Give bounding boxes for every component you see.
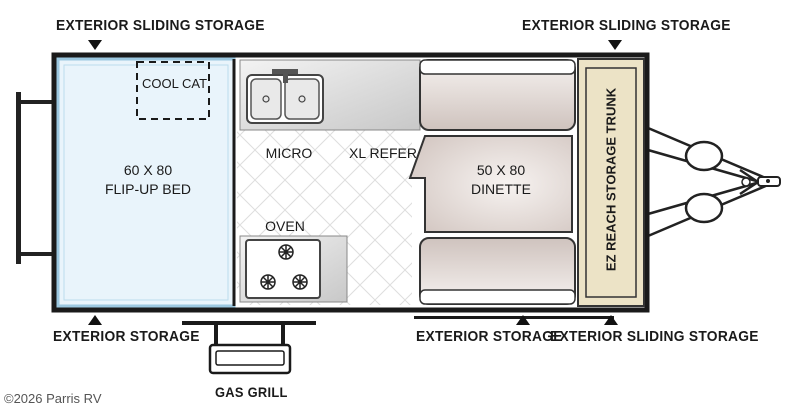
spare-tires (684, 140, 724, 224)
label-micro: MICRO (265, 145, 313, 161)
label-exterior-sliding-storage-right: EXTERIOR SLIDING STORAGE (522, 17, 731, 34)
cool-cat-unit (136, 61, 210, 120)
sink (246, 69, 324, 124)
label-exterior-storage-mid: EXTERIOR STORAGE (416, 328, 563, 345)
label-gas-grill: GAS GRILL (215, 384, 288, 400)
label-bed-size: 60 X 80 (123, 162, 173, 178)
arrow-ext-storage-mid (516, 315, 530, 325)
label-exterior-sliding-storage-left: EXTERIOR SLIDING STORAGE (56, 17, 265, 34)
label-oven: OVEN (265, 218, 305, 234)
copyright: ©2026 Parris RV (4, 391, 102, 406)
storage-trunk (577, 58, 645, 307)
label-exterior-storage-left: EXTERIOR STORAGE (53, 328, 200, 345)
gas-grill (208, 325, 292, 375)
stove (239, 235, 348, 303)
arrow-ext-sliding-right (608, 40, 622, 50)
label-xl-refer: XL REFER (349, 145, 417, 161)
label-dinette-size: 50 X 80 (476, 162, 526, 178)
label-dinette-name: DINETTE (471, 181, 531, 197)
label-bed-name: FLIP-UP BED (104, 181, 192, 197)
label-exterior-sliding-storage-bottom: EXTERIOR SLIDING STORAGE (550, 328, 759, 345)
label-storage-trunk: EZ REACH STORAGE TRUNK (603, 87, 619, 272)
arrow-ext-sliding-left (88, 40, 102, 50)
dinette (408, 59, 576, 305)
label-cool-cat: COOL CAT (142, 76, 208, 91)
rear-bumper (16, 92, 55, 264)
arrow-ext-storage-left (88, 315, 102, 325)
arrow-ext-sliding-bottom (604, 315, 618, 325)
hitch-coupler (741, 176, 781, 187)
exterior-storage-lines (182, 316, 614, 325)
